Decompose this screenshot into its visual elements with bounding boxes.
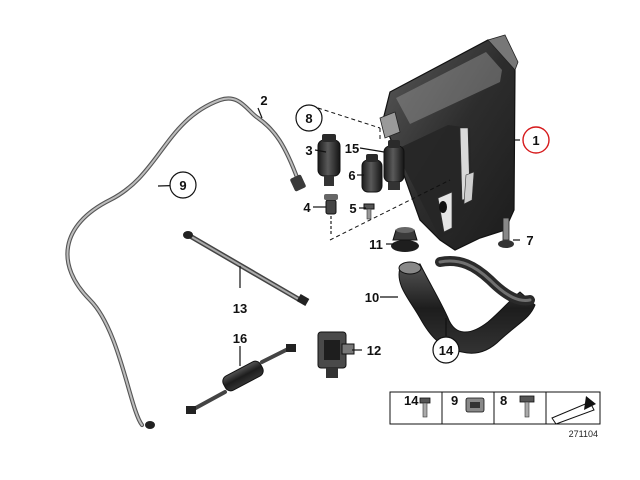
callout-7-label[interactable]: 7 [526,233,533,248]
callout-5-label[interactable]: 5 [349,201,356,216]
legend-item-14[interactable]: 14 [404,393,431,418]
screw-part-5[interactable] [363,203,375,220]
hose-sleeve-part-16[interactable] [186,344,296,414]
filler-neck-part-10[interactable] [398,256,536,354]
washer-pump-part-3[interactable] [317,134,341,186]
callout-10-label[interactable]: 10 [365,290,379,305]
callout-13-label[interactable]: 13 [233,301,247,316]
filler-cap-part-11[interactable] [391,227,419,252]
callout-4-label[interactable]: 4 [303,200,311,215]
callout-9[interactable]: 9 [169,171,197,199]
grommet-part-4[interactable] [324,194,338,236]
washer-hose-part-2[interactable] [65,96,306,429]
assembly-bracket-lines [317,107,451,241]
callout-8-label: 8 [305,111,312,126]
bracket-part-12[interactable] [317,331,355,378]
legend-item-9[interactable]: 9 [451,393,485,413]
callout-6-label[interactable]: 6 [348,168,355,183]
callout-1[interactable]: 1 [522,126,550,154]
callout-3-label[interactable]: 3 [305,143,312,158]
legend-item-9-label: 9 [451,393,458,408]
callout-9-label: 9 [179,178,186,193]
bolt-icon [519,395,535,418]
clip-icon [465,397,485,413]
callout-11-label[interactable]: 11 [369,237,383,252]
legend-item-14-label: 14 [404,393,419,408]
callout-15-label[interactable]: 15 [345,141,359,156]
callout-14-label: 14 [439,343,454,358]
fastener-legend: 14 9 8 [389,391,601,425]
callout-16-label[interactable]: 16 [233,331,247,346]
nozzle-tube-part-13[interactable] [183,231,310,306]
legend-item-8[interactable]: 8 [500,393,535,418]
washer-pump-part-6[interactable] [361,154,383,193]
washer-reservoir-part-1[interactable] [379,34,519,251]
bolt-part-7[interactable] [498,217,514,248]
callout-1-label: 1 [532,133,539,148]
callout-8[interactable]: 8 [295,104,323,132]
diagram-code: 271104 [569,429,598,439]
washer-pump-part-15[interactable] [383,140,405,190]
direction-arrow-icon [551,396,596,425]
legend-item-8-label: 8 [500,393,507,408]
screw-icon [419,397,431,418]
callout-14[interactable]: 14 [432,336,460,364]
callout-12-label[interactable]: 12 [367,343,381,358]
callout-2-label[interactable]: 2 [260,93,267,108]
